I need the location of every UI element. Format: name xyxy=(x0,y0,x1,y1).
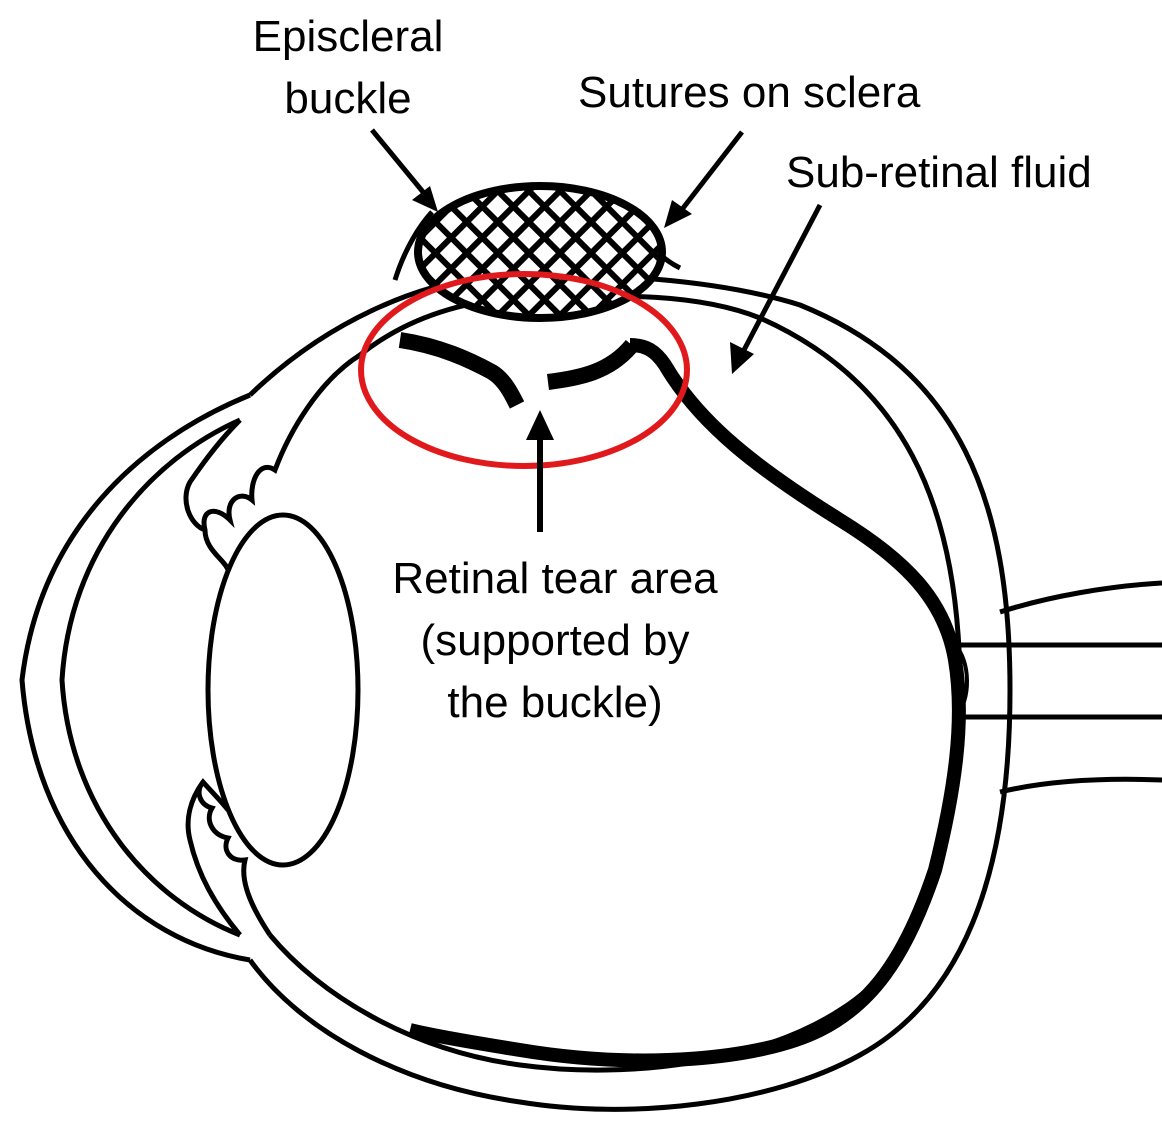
arrow-buckle xyxy=(372,130,438,212)
label-episcleral-line2: buckle xyxy=(228,68,468,130)
label-sutures: Sutures on sclera xyxy=(578,62,920,124)
label-subretinal-fluid: Sub-retinal fluid xyxy=(786,142,1092,204)
label-episcleral-line1: Episcleral xyxy=(228,6,468,68)
label-tear-line1: Retinal tear area xyxy=(340,548,770,610)
arrow-tear xyxy=(526,410,554,532)
optic-nerve xyxy=(955,583,1162,792)
retina-detached-right xyxy=(548,345,632,382)
arrow-sutures xyxy=(664,132,742,228)
episcleral-buckle xyxy=(418,186,662,318)
lens xyxy=(208,515,358,865)
label-episcleral-buckle: Episcleral buckle xyxy=(228,6,468,130)
cornea-inner xyxy=(62,420,240,935)
label-tear-line2: (supported by xyxy=(340,610,770,672)
retina-detached-left xyxy=(400,340,517,405)
label-tear-line3: the buckle) xyxy=(340,672,770,734)
iris-upper xyxy=(186,355,360,570)
label-retinal-tear: Retinal tear area (supported by the buck… xyxy=(340,548,770,734)
